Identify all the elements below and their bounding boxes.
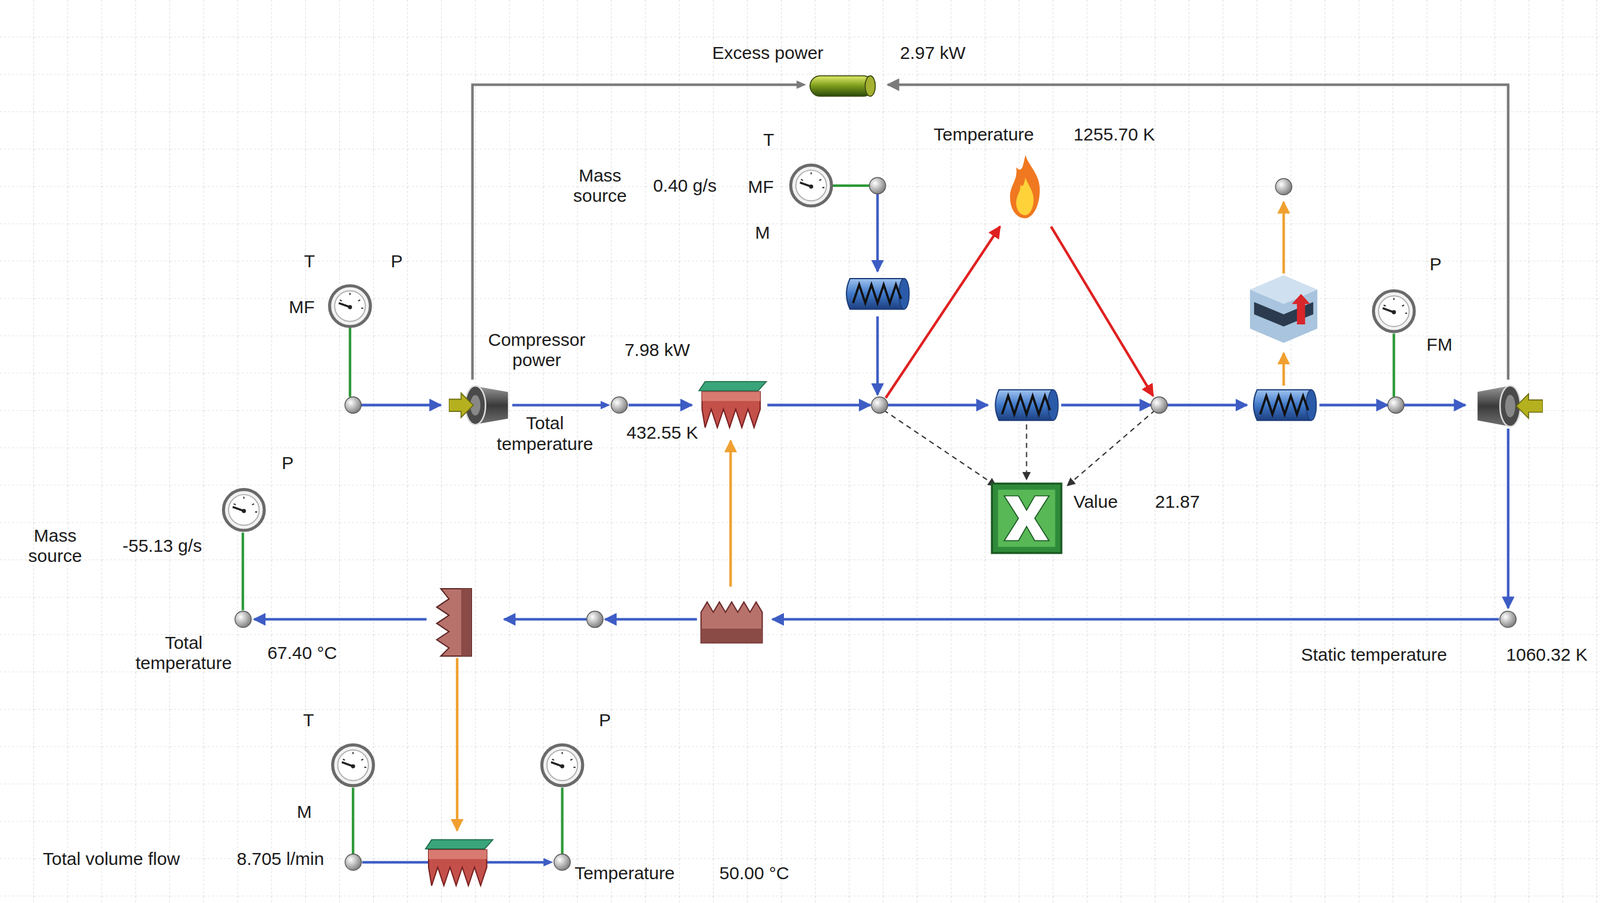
gauge-symbol [1373, 291, 1415, 333]
junction-dot [344, 852, 363, 872]
junction-dot [344, 397, 361, 414]
flow-connector [472, 80, 807, 380]
gauge-symbol [221, 487, 267, 533]
port-label: T [302, 710, 314, 731]
node-label: Total temperature [122, 632, 246, 674]
flow-connector [242, 532, 243, 611]
node-value: 432.55 K [626, 422, 699, 444]
junction-dot [1387, 397, 1404, 414]
excess-power-shaft: Excess power2.97 kW [805, 69, 880, 103]
compressor: Compressor power7.98 kW [448, 379, 512, 429]
gauge-symbol [788, 163, 834, 208]
signal-lines [883, 410, 1156, 486]
node-label: Compressor power [476, 329, 598, 371]
flame-symbol [1005, 152, 1045, 221]
node-label: Mass source [555, 165, 646, 207]
junction-dot [610, 395, 629, 415]
port-label: M [755, 222, 771, 244]
node-value: 1060.32 K [1505, 644, 1588, 666]
sensor-lines [350, 185, 1395, 855]
node-value: 7.98 kW [624, 339, 690, 361]
node-value: -55.13 g/s [122, 535, 202, 557]
flow-lines [254, 194, 1509, 620]
node-label: Temperature [933, 124, 1034, 146]
pipe-symbol [995, 389, 1058, 421]
node-label: Excess power [712, 42, 824, 64]
node-value: 1255.70 K [1073, 124, 1155, 146]
node-value: 50.00 °C [719, 863, 790, 884]
arrow-head [796, 80, 806, 89]
pipe-symbol [846, 278, 909, 309]
port-label: FM [1426, 334, 1453, 356]
gauge-symbol [329, 285, 371, 327]
junction-dot [871, 397, 888, 414]
port-label: P [391, 251, 403, 273]
compressor-symbol [448, 379, 512, 429]
node-label: Total volume flow [42, 848, 180, 870]
port-label: P [598, 710, 611, 731]
sensor-junction: Static temperature1060.32 K [1498, 610, 1518, 629]
mass-source-gauge: Mass source0.40 g/s [788, 163, 834, 208]
gauge-symbol [541, 744, 583, 786]
connector-line [472, 84, 799, 380]
power-line [887, 84, 1508, 380]
junction-dot [1498, 610, 1518, 629]
port-label: P [281, 452, 294, 474]
port-label: T [304, 251, 315, 273]
spreadsheet-symbol [989, 481, 1064, 555]
turbine-symbol [1477, 385, 1543, 427]
junction-dot [552, 852, 572, 872]
thermal-mass-symbol [1250, 275, 1318, 343]
port-label: M [297, 801, 312, 823]
junction-dot [869, 177, 886, 194]
connector-line [512, 403, 603, 406]
arrow-head [600, 401, 611, 410]
node-value: 2.97 kW [900, 42, 966, 64]
heat-exchanger-symbol [698, 381, 767, 428]
arrow-head [543, 858, 553, 867]
sensor-junction: Total temperature432.55 K [610, 395, 629, 415]
port-label: T [763, 129, 774, 151]
node-value: 21.87 [1155, 491, 1200, 513]
sensor-junction: Total temperature67.40 °C [233, 610, 253, 629]
sensor-junction: Temperature50.00 °C [552, 852, 572, 872]
flow-connector [512, 401, 611, 410]
connector-line [241, 532, 245, 611]
cooler-symbol [436, 588, 472, 656]
heat-exchanger-symbol [425, 839, 493, 886]
node-value: 8.705 l/min [236, 848, 325, 870]
port-label: MF [748, 176, 774, 198]
spreadsheet-block: Value21.87 [989, 481, 1064, 555]
port-label: MF [288, 297, 315, 318]
gauge-symbol [332, 744, 374, 786]
pipe-symbol [1253, 389, 1317, 421]
port-label: P [1429, 254, 1442, 275]
combustion-lines [885, 226, 1153, 399]
sensor-junction: Total volume flow8.705 l/min [344, 852, 363, 872]
node-label: Static temperature [1301, 644, 1448, 666]
node-label: Temperature [574, 863, 675, 884]
mass-source-gauge: Mass source-55.13 g/s [221, 487, 267, 533]
node-value: 0.40 g/s [652, 175, 717, 197]
shaft-symbol [805, 69, 880, 103]
node-value: 67.40 °C [267, 642, 337, 664]
heat-exchanger-symbol [701, 601, 763, 643]
node-label: Total temperature [487, 413, 602, 455]
combustion-flame: Temperature1255.70 K [1005, 152, 1045, 221]
junction-dot [586, 611, 603, 628]
node-label: Mass source [14, 525, 96, 567]
junction-dot [233, 610, 253, 629]
heat-lines [457, 201, 1284, 831]
node-label: Value [1073, 491, 1118, 513]
junction-dot [1151, 397, 1168, 414]
junction-dot [1275, 178, 1292, 195]
